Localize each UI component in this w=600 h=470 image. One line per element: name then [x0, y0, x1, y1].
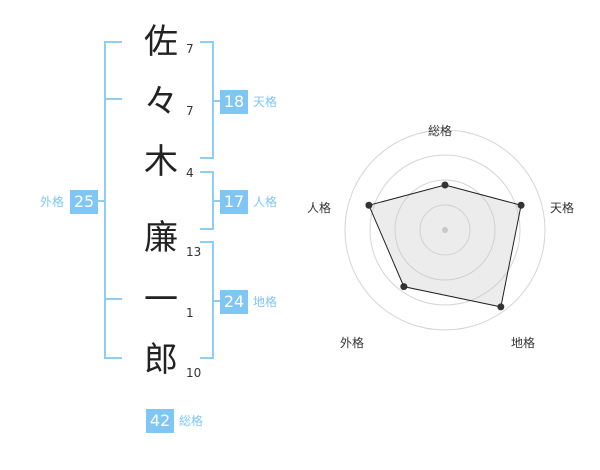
radar-ring-1	[419, 204, 471, 256]
radar-chart	[344, 129, 546, 331]
tenkaku-score: 18	[220, 90, 248, 114]
name-char-5: 一	[144, 280, 178, 320]
radar-point-1	[517, 201, 525, 209]
stroke-count-1: 7	[186, 42, 194, 56]
radar-point-0	[441, 181, 449, 189]
radar-ring-3	[369, 154, 521, 306]
name-char-2: 々	[144, 82, 178, 122]
stroke-count-4: 13	[186, 245, 202, 259]
stroke-count-3: 4	[186, 166, 194, 180]
radar-axis-label-soukaku: 総格	[428, 124, 453, 138]
name-char-4: 廉	[144, 218, 178, 258]
chikaku-score: 24	[220, 290, 248, 314]
radar-point-4	[365, 201, 373, 209]
soukaku-score: 42	[146, 409, 174, 433]
soukaku-label: 総格	[179, 414, 204, 428]
stroke-count-2: 7	[186, 104, 194, 118]
name-char-1: 佐	[144, 22, 178, 62]
radar-axis-label-gaikaku: 外格	[340, 336, 365, 350]
gaikaku-score: 25	[70, 190, 98, 214]
radar-ring-2	[394, 179, 496, 281]
radar-axis-label-tenkaku: 天格	[550, 201, 575, 215]
gaikaku-label: 外格	[40, 195, 65, 209]
name-char-6: 郎	[144, 340, 178, 380]
jinkaku-score: 17	[220, 190, 248, 214]
radar-point-3	[400, 283, 408, 291]
radar-axis-label-chikaku: 地格	[511, 336, 536, 350]
name-char-3: 木	[144, 142, 178, 182]
stroke-count-6: 10	[186, 366, 202, 380]
radar-center-dot	[442, 227, 448, 233]
chikaku-label: 地格	[253, 295, 278, 309]
stroke-count-5: 1	[186, 306, 194, 320]
radar-point-2	[497, 303, 505, 311]
radar-ring-4	[344, 129, 546, 331]
radar-series-polygon	[368, 184, 522, 308]
tenkaku-label: 天格	[253, 95, 278, 109]
radar-axis-label-jinkaku: 人格	[307, 201, 332, 215]
jinkaku-label: 人格	[253, 195, 278, 209]
